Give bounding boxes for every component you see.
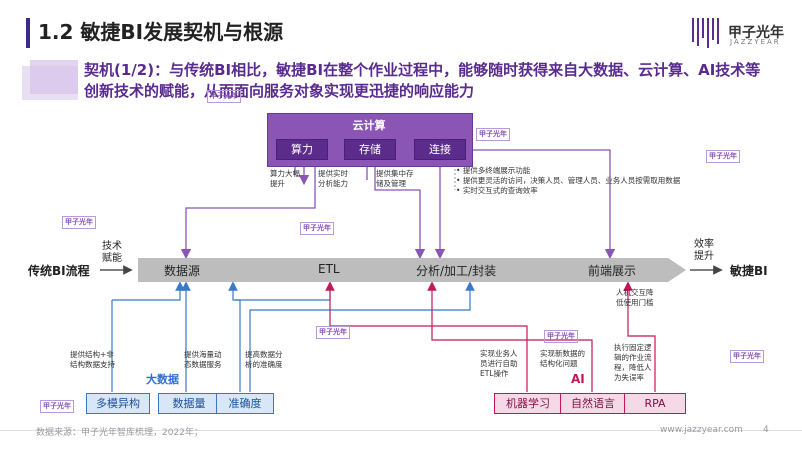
note-line: 算力大幅 [270,169,300,178]
note-frontend: 人机交互降 低使用门槛 [616,288,654,308]
note-line: ETL操作 [480,369,509,378]
note-line: 低使用门槛 [616,298,654,307]
ai-title: AI [571,372,585,386]
ai-btn-rpa: RPA [624,393,686,414]
note-line: 实现新数据的 [540,349,585,358]
note-line: 析的准确度 [245,360,283,369]
agile-bi-label: 敏捷BI [730,264,768,278]
note-line: 实现业务人 [480,349,518,358]
page-number: 4 [763,425,769,435]
note-ai-ml: 实现业务人 员进行自助 ETL操作 [480,349,518,379]
title-accent-bar [26,18,30,48]
stage-frontend: 前端展示 [588,264,637,278]
page-title: 1.2 敏捷BI发展契机与根源 [38,20,284,44]
note-line: 提供海量动 [184,350,222,359]
bi-flow-arrow [138,258,686,282]
note-line: 提供结构+非 [70,350,114,359]
watermark: 甲子光年 [62,216,96,229]
cloud-item-storage: 存储 [344,139,396,160]
label-line: 提升 [694,251,714,262]
watermark: 甲子光年 [476,128,510,141]
note-line: 辑的作业流 [614,353,652,362]
note-line: 程，降低人 [614,363,652,372]
note-compute: 算力大幅 提升 [270,169,300,189]
bullet-item: • 实时交互式的查询效率 [456,186,538,195]
cloud-title: 云计算 [352,119,386,132]
note-bigdata-c: 提高数据分 析的准确度 [245,350,283,370]
ai-btn-ml: 机器学习 [494,393,562,414]
bigdata-title: 大数据 [146,373,179,386]
watermark: 甲子光年 [40,400,74,413]
note-line: 态数据服务 [184,360,222,369]
tech-enable-label: 技术 赋能 [102,241,122,265]
watermark: 甲子光年 [730,350,764,363]
watermark: 甲子光年 [300,222,334,235]
efficiency-label: 效率 提升 [694,239,714,263]
note-line: 员进行自助 [480,359,518,368]
stage-etl: ETL [318,262,340,276]
note-bigdata-b: 提供海量动 态数据服务 [184,350,222,370]
bigdata-btn-volume: 数据量 [158,393,220,414]
note-line: 提供实时 [318,169,348,178]
note-realtime: 提供实时 分析能力 [318,169,348,189]
cloud-item-connect: 连接 [414,139,466,160]
note-ai-nlp: 实现新数据的 结构化问题 [540,349,585,369]
note-line: 分析能力 [318,179,348,188]
note-ai-rpa: 执行固定逻 辑的作业流 程，降低人 为失误率 [614,343,652,383]
logo-text: 甲子光年 [728,25,784,41]
footer-source: 数据来源：甲子光年智库梳理，2022年； [36,428,203,438]
cloud-item-compute: 算力 [276,139,328,160]
stage-data-source: 数据源 [164,264,201,278]
traditional-bi-label: 传统BI流程 [28,264,90,278]
note-storage: 提供集中存 储及管理 [376,169,414,189]
note-line: 储及管理 [376,179,406,188]
watermark: 甲子光年 [316,326,350,339]
note-line: 结构数据支持 [70,360,115,369]
label-line: 效率 [694,239,714,250]
logo-subtext: JAZZYEAR [730,38,781,46]
note-line: 提高数据分 [245,350,283,359]
bigdata-btn-multimodal: 多模异构 [86,393,150,414]
stage-analysis: 分析/加工/封装 [416,264,497,278]
note-line: 为失误率 [614,373,644,382]
label-line: 赋能 [102,253,122,264]
watermark: 甲子光年 [544,330,578,343]
watermark: 甲子光年 [207,90,241,103]
subtitle-decoration-icon [22,60,78,100]
subtitle-text: 契机(1/2)：与传统BI相比，敏捷BI在整个作业过程中，能够随时获得来自大数据… [84,61,761,100]
footer-divider [0,430,802,431]
note-line: 结构化问题 [540,359,578,368]
footer-website: www.jazzyear.com [660,425,743,435]
label-line: 技术 [102,241,122,252]
note-connect-bullets: • 提供多终端展示功能 • 提供更灵活的访问，决策人员、管理人员、业务人员按需取… [456,166,680,196]
bullet-item: • 提供多终端展示功能 [456,166,531,175]
note-line: 提升 [270,179,285,188]
bigdata-btn-accuracy: 准确度 [216,393,274,414]
ai-btn-nlp: 自然语言 [560,393,626,414]
bullet-item: • 提供更灵活的访问，决策人员、管理人员、业务人员按需取用数据 [456,176,681,185]
note-line: 人机交互降 [616,288,654,297]
note-line: 执行固定逻 [614,343,652,352]
watermark: 甲子光年 [706,150,740,163]
note-bigdata-a: 提供结构+非 结构数据支持 [70,350,115,370]
note-line: 提供集中存 [376,169,414,178]
jazzyear-logo-icon [692,18,719,48]
